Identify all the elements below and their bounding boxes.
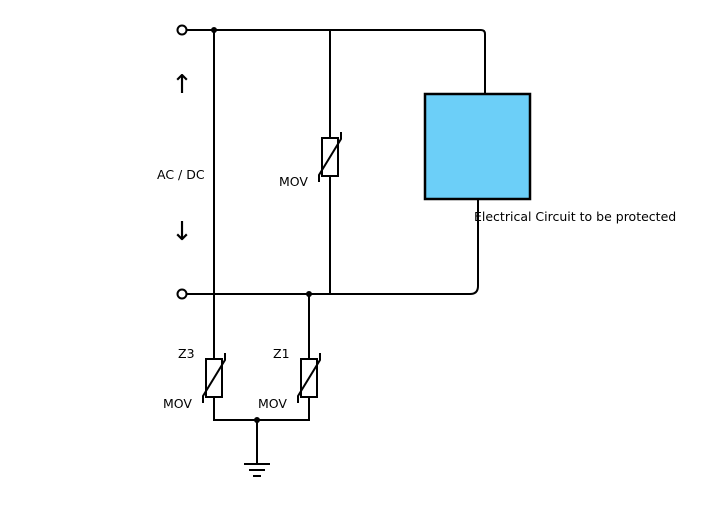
z3-type-label: MOV: [163, 396, 192, 411]
z3-mov-symbol: [202, 353, 226, 403]
source-label: AC / DC: [157, 167, 205, 182]
z3-name-label: Z3: [178, 346, 195, 361]
junction-ground: [254, 417, 260, 423]
ground-icon: [244, 463, 270, 477]
bottom-rail: [186, 199, 479, 295]
z1-mov-slash: [297, 353, 321, 403]
z1-type-label: MOV: [258, 396, 287, 411]
terminal-top: [176, 24, 188, 36]
junction-top-left: [211, 27, 217, 33]
z1-name-label: Z1: [273, 346, 290, 361]
protected-circuit-label: Electrical Circuit to be protected: [474, 209, 676, 224]
terminal-bottom: [176, 288, 188, 300]
parallel-mov-slash: [318, 132, 342, 182]
junction-bottom-mid: [306, 291, 312, 297]
protected-circuit-box: [423, 92, 532, 201]
arrow-down-icon: ↓: [171, 217, 193, 247]
wires: [186, 29, 486, 464]
terminals: [176, 24, 188, 300]
junctions: [211, 27, 312, 423]
z3-branch-bottom: [213, 398, 310, 421]
parallel-mov-label: MOV: [279, 174, 308, 189]
z3-mov-slash: [202, 353, 226, 403]
parallel-mov-symbol: [318, 132, 342, 182]
arrow-up-icon: ↑: [171, 70, 193, 100]
top-rail: [186, 29, 486, 94]
z1-mov-symbol: [297, 353, 321, 403]
